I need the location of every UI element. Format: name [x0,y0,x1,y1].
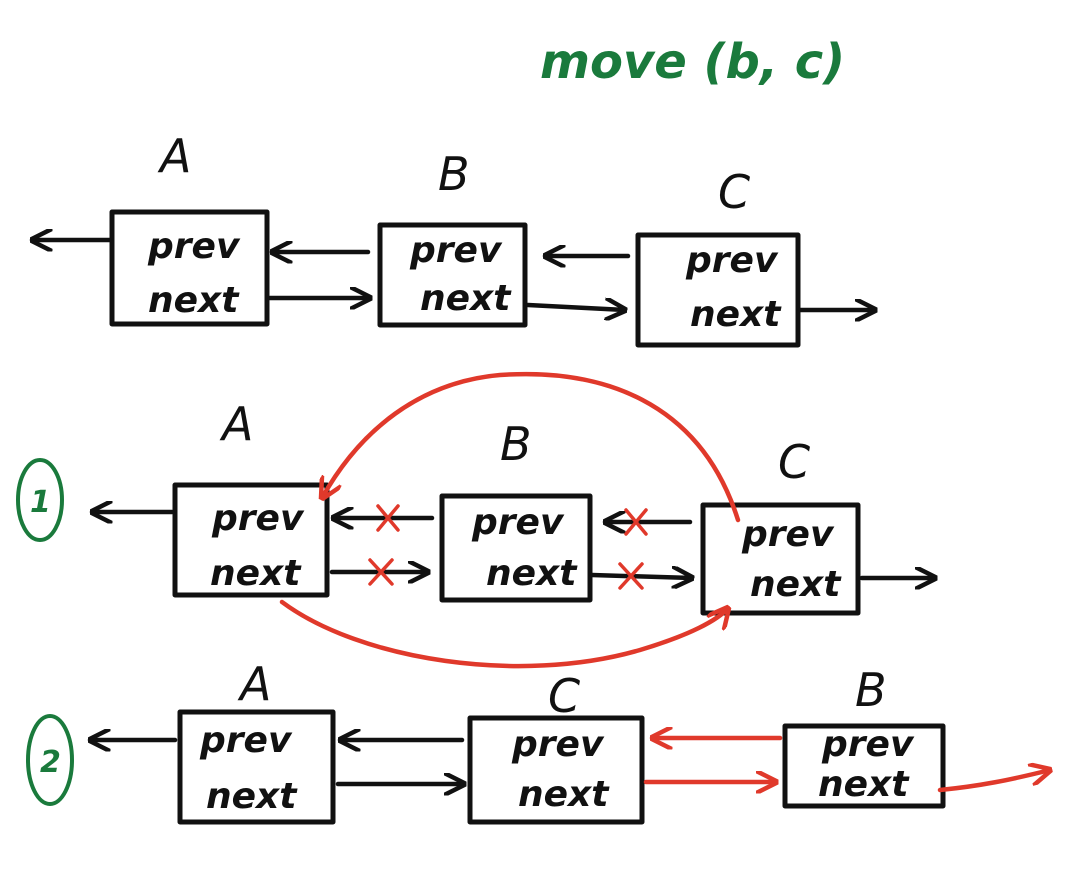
row-1-original-list: A B C prev next prev next prev next [32,129,878,348]
row2-node-a: prev next [172,482,330,598]
row1-node-label-b: B [438,147,470,201]
row1-c-prev: prev [685,240,779,281]
row2-c-next: next [750,564,842,605]
row-3-step-2: 2 A C B prev next prev next prev next [26,657,1050,825]
row3-node-label-b: B [855,663,887,717]
a-next-to-c-red-arrow [279,599,728,669]
row3-a-prev: prev [199,720,293,761]
row2-b-prev: prev [471,502,565,543]
row1-c-next: next [690,294,782,335]
step-1-label: 1 [30,485,51,520]
row3-node-label-c: C [548,669,580,723]
diagram-title: move (b, c) [540,34,845,90]
row2-node-c: prev next [700,502,861,616]
row2-node-b: prev next [439,493,593,603]
row1-node-label-c: C [718,165,750,219]
row2-b-next: next [486,553,578,594]
row2-node-label-c: C [778,435,810,489]
row2-node-label-b: B [500,417,532,471]
row1-node-a: prev next [109,209,270,327]
step-2-label: 2 [40,745,61,780]
row1-a-next: next [148,280,240,321]
row1-b-next: next [420,278,512,319]
row2-c-prev: prev [741,514,835,555]
row2-a-next: next [210,553,302,594]
step-1-marker [16,458,64,542]
row2-a-prev: prev [211,498,305,539]
step-2-marker [26,714,74,806]
row3-a-next: next [206,776,298,817]
c-prev-to-a-red-arrow [322,371,741,523]
row2-node-label-a: A [219,397,253,451]
row3-c-next: next [518,774,610,815]
broken-link-crosses [368,504,648,590]
row3-node-c: prev next [467,715,645,825]
row3-node-a: prev next [177,709,336,825]
row1-node-b: prev next [377,222,528,328]
row3-node-label-a: A [237,657,271,711]
row1-a-prev: prev [147,226,241,267]
row-2-step-1: 1 A B C prev next prev next prev next [16,371,938,669]
row3-node-b: prev next [782,723,946,809]
row2-b-next-arrow [589,575,692,578]
row3-c-prev: prev [511,724,605,765]
row1-node-c: prev next [635,232,801,348]
row3-b-next-red-arrow [937,770,1050,793]
row1-node-label-a: A [157,129,191,183]
row3-b-prev: prev [821,724,915,765]
row3-b-next: next [818,764,910,805]
row1-b-next-arrow [525,305,625,310]
row1-b-prev: prev [409,230,503,271]
